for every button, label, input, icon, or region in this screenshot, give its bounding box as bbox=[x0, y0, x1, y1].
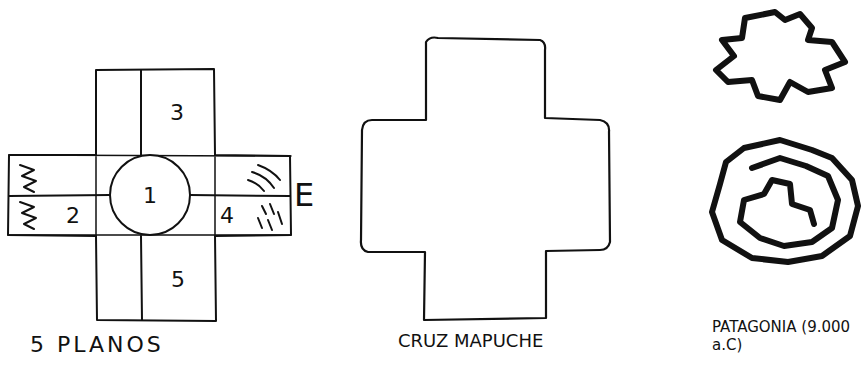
caption-label: PATAGONIA (9.000 a.C) bbox=[712, 318, 862, 354]
caption-label: 5 PLANOS bbox=[30, 332, 164, 357]
center-circle bbox=[110, 155, 190, 235]
plane-number: 2 bbox=[66, 203, 80, 228]
plane-band: 3 bbox=[141, 72, 213, 152]
caption-label: CRUZ MAPUCHE bbox=[398, 330, 543, 351]
hatch-mark bbox=[248, 165, 280, 191]
mapuche-cross bbox=[361, 38, 610, 321]
stepped-glyph bbox=[716, 12, 845, 100]
plane-band: 4 bbox=[192, 197, 262, 233]
band-line bbox=[8, 155, 291, 236]
cross-outline bbox=[8, 69, 291, 321]
plane-number: 3 bbox=[170, 100, 184, 125]
plane-number: 1 bbox=[143, 183, 157, 208]
plane-band: 2 bbox=[40, 197, 106, 233]
plane-number: 5 bbox=[171, 267, 185, 292]
zigzag-mark bbox=[20, 165, 36, 192]
hatch-mark bbox=[258, 204, 282, 230]
direction-letter: E bbox=[294, 176, 314, 214]
center-circle-node: 1 bbox=[112, 157, 188, 233]
stepped-glyph bbox=[712, 140, 858, 262]
plane-number: 4 bbox=[220, 203, 234, 228]
zigzag-mark bbox=[20, 202, 36, 229]
spiral-glyph bbox=[740, 158, 838, 246]
plane-band: 5 bbox=[142, 240, 214, 318]
